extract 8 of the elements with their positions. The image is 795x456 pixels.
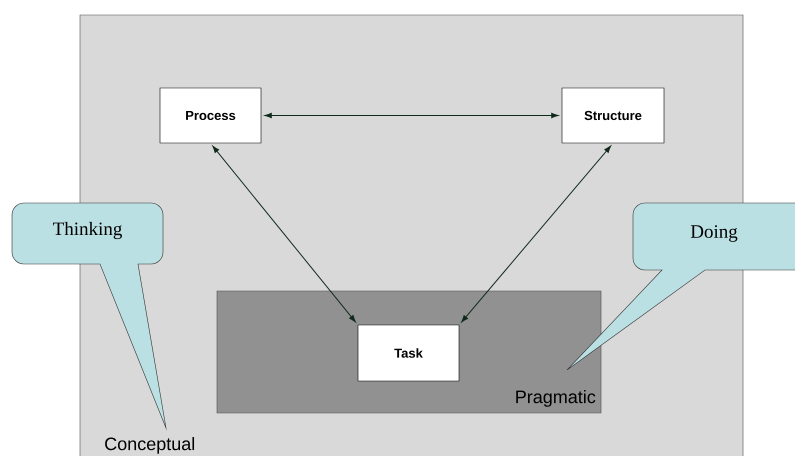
concept-box: Task xyxy=(358,324,460,382)
speech-bubble: Doing xyxy=(566,202,795,370)
concept-box: Structure xyxy=(562,88,664,144)
speech-bubble: Thinking xyxy=(12,202,166,428)
concept-box: Process xyxy=(160,88,262,144)
double-arrow xyxy=(461,146,612,322)
double-arrow xyxy=(264,112,558,118)
double-arrow xyxy=(212,146,356,322)
